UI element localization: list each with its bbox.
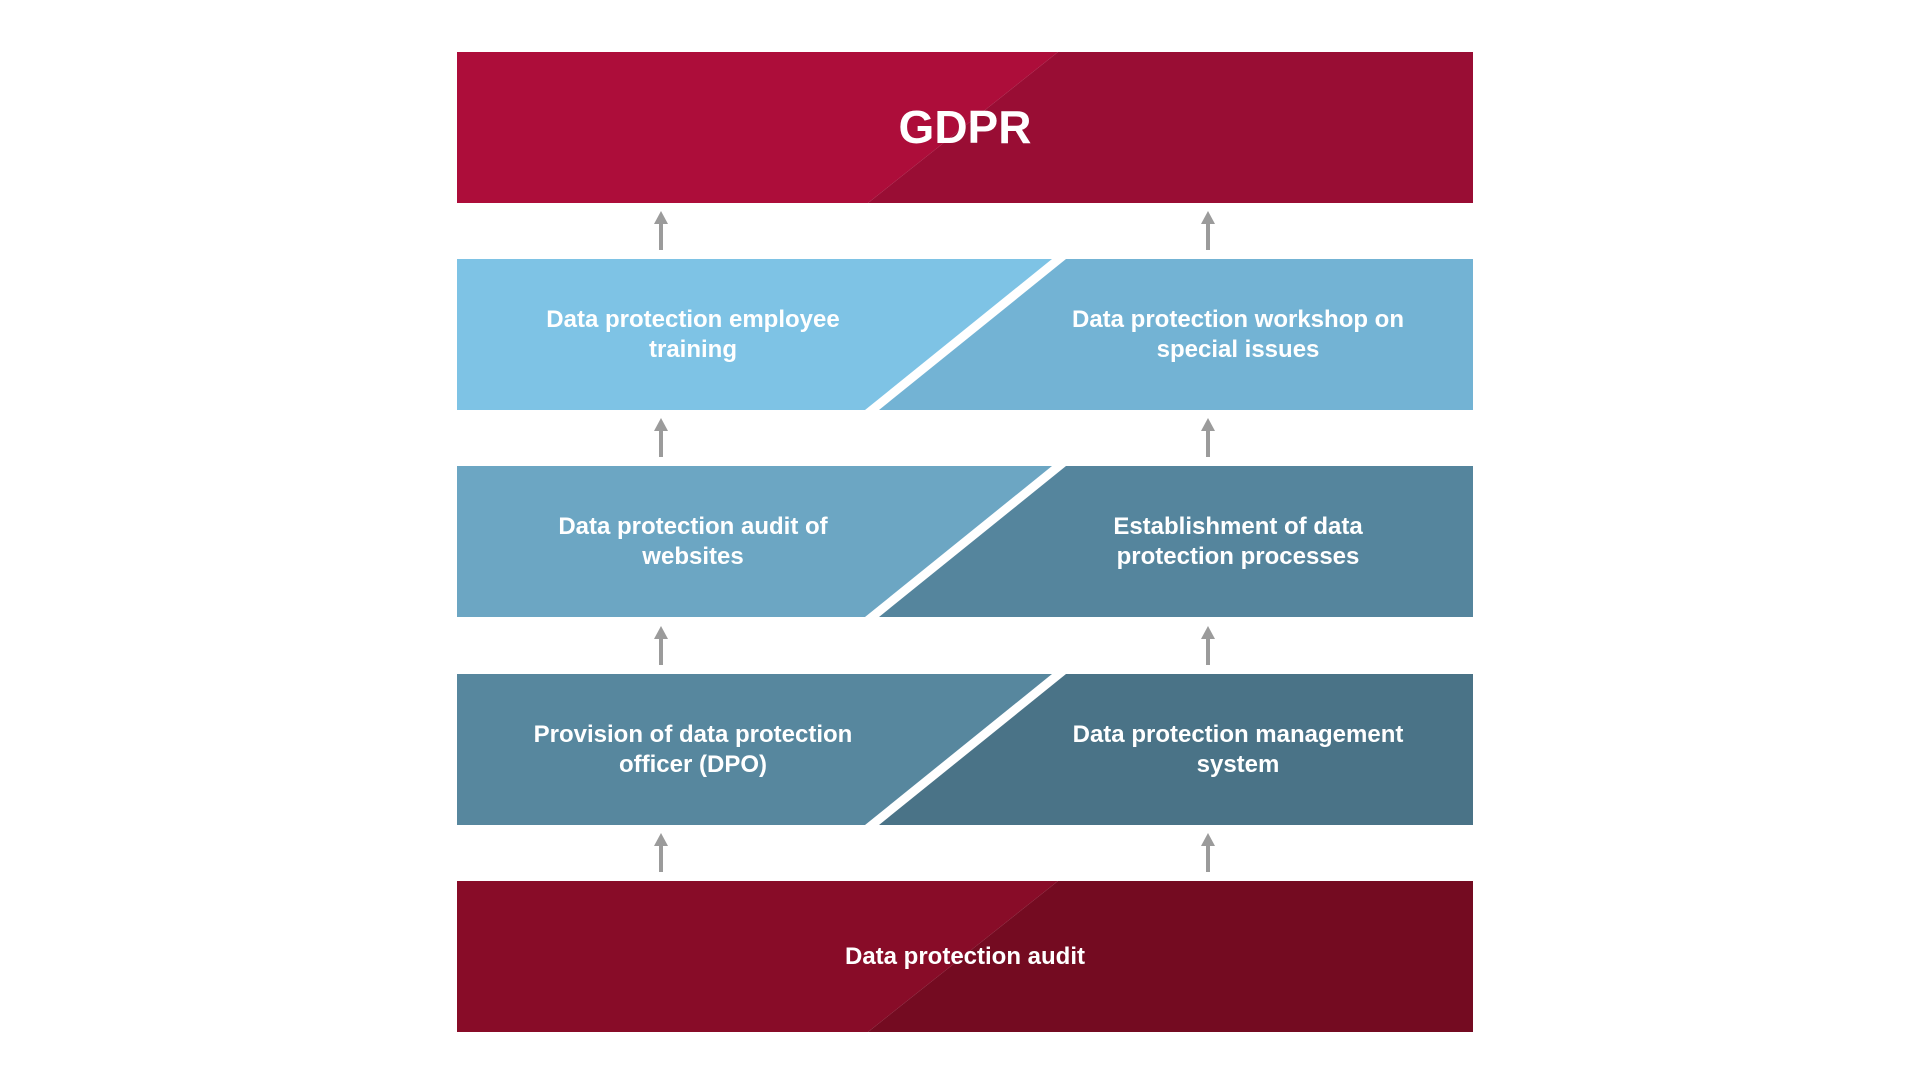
layer-1-right-box (879, 259, 1473, 410)
arrow-up-icon (1201, 211, 1215, 250)
arrow-up-icon (654, 418, 668, 457)
gdpr-title: GDPR (898, 100, 1032, 153)
layer-2 (457, 466, 1473, 617)
layer-3-left-box (457, 674, 1052, 825)
arrows (654, 211, 1215, 872)
workshop-special-issues-label: Data protection workshop on special issu… (1071, 305, 1404, 363)
arrow-up-icon (1201, 833, 1215, 872)
audit-box (457, 881, 1473, 1032)
layer-1 (457, 259, 1473, 410)
arrow-up-icon (654, 211, 668, 250)
gdpr-box (457, 52, 1473, 203)
processes-establishment-label: Establishment of data protection process… (1113, 512, 1363, 570)
audit-box-right-part (868, 881, 1473, 1032)
website-audit-label: Data protection audit of websites (558, 512, 828, 570)
layer-3 (457, 674, 1473, 825)
audit-box-left-part (457, 881, 1058, 1032)
employee-training-label: Data protection employee training (546, 305, 840, 363)
arrow-up-icon (1201, 418, 1215, 457)
arrow-up-icon (654, 833, 668, 872)
gdpr-box-left-part (457, 52, 1058, 203)
gdpr-box-right-part (868, 52, 1473, 203)
dpo-provision-label: Provision of data protection officer (DP… (533, 720, 853, 778)
management-system-label: Data protection management system (1072, 720, 1404, 778)
layer-2-left-box (457, 466, 1052, 617)
layer-3-right-box (879, 674, 1473, 825)
data-protection-audit-label: Data protection audit (844, 942, 1085, 970)
arrow-up-icon (654, 626, 668, 665)
arrow-up-icon (1201, 626, 1215, 665)
layer-2-right-box (879, 466, 1473, 617)
layer-1-left-box (457, 259, 1052, 410)
